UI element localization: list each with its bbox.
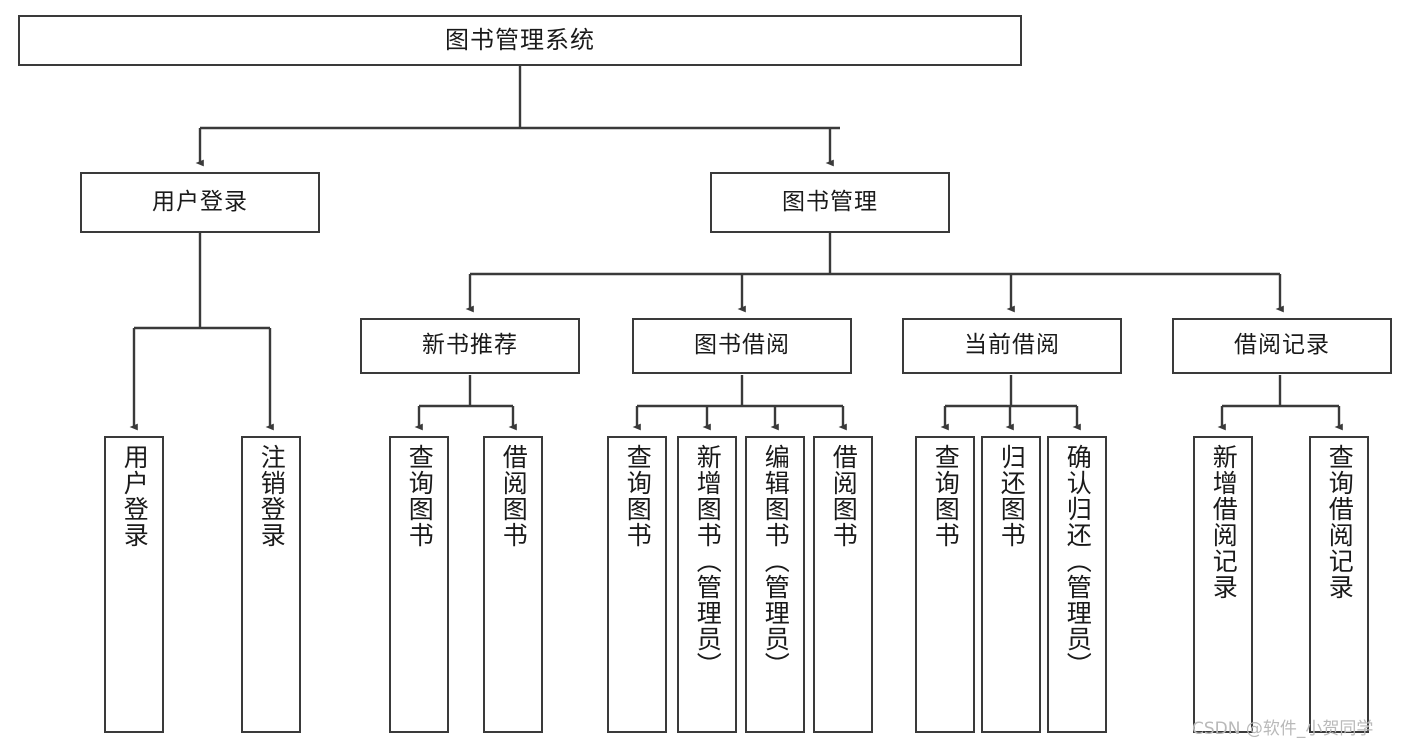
leaf-borrow-query-book[interactable]: 查询图书 xyxy=(607,436,667,733)
node-root-system[interactable]: 图书管理系统 xyxy=(18,15,1022,66)
node-borrow-records[interactable]: 借阅记录 xyxy=(1172,318,1392,374)
leaf-current-return-book[interactable]: 归还图书 xyxy=(981,436,1041,733)
leaf-records-query-record[interactable]: 查询借阅记录 xyxy=(1309,436,1369,733)
node-label: 归还图书 xyxy=(997,444,1027,548)
node-label: 图书管理 xyxy=(782,188,878,215)
leaf-current-query-book[interactable]: 查询图书 xyxy=(915,436,975,733)
node-label: 查询图书 xyxy=(931,444,961,548)
leaf-borrow-edit-book-admin[interactable]: 编辑图书（管理员） xyxy=(745,436,805,733)
node-label: 借阅图书 xyxy=(829,444,859,548)
leaf-user-login-logout[interactable]: 注销登录 xyxy=(241,436,301,733)
watermark: CSDN @软件_小贺同学 xyxy=(1192,719,1374,739)
node-label: 借阅记录 xyxy=(1234,332,1330,359)
leaf-records-add-record[interactable]: 新增借阅记录 xyxy=(1193,436,1253,733)
node-label: 查询借阅记录 xyxy=(1325,444,1355,600)
node-label: 图书借阅 xyxy=(694,332,790,359)
node-new-book-recommend[interactable]: 新书推荐 xyxy=(360,318,580,374)
leaf-current-confirm-return-admin[interactable]: 确认归还（管理员） xyxy=(1047,436,1107,733)
leaf-new-book-query[interactable]: 查询图书 xyxy=(389,436,449,733)
leaf-new-book-borrow[interactable]: 借阅图书 xyxy=(483,436,543,733)
node-label: 新增借阅记录 xyxy=(1209,444,1239,600)
node-label: 编辑图书（管理员） xyxy=(761,444,791,678)
node-label: 注销登录 xyxy=(257,444,287,548)
node-current-borrow[interactable]: 当前借阅 xyxy=(902,318,1122,374)
leaf-borrow-add-book-admin[interactable]: 新增图书（管理员） xyxy=(677,436,737,733)
node-label: 新书推荐 xyxy=(422,332,518,359)
node-label: 用户登录 xyxy=(120,444,150,548)
node-label: 用户登录 xyxy=(152,188,248,215)
node-label: 新增图书（管理员） xyxy=(693,444,723,678)
leaf-borrow-borrow-book[interactable]: 借阅图书 xyxy=(813,436,873,733)
node-label: 借阅图书 xyxy=(499,444,529,548)
node-user-login[interactable]: 用户登录 xyxy=(80,172,320,233)
node-book-borrow[interactable]: 图书借阅 xyxy=(632,318,852,374)
node-label: 查询图书 xyxy=(623,444,653,548)
node-label: 确认归还（管理员） xyxy=(1063,444,1093,678)
node-label: 当前借阅 xyxy=(964,332,1060,359)
node-label: 图书管理系统 xyxy=(445,26,595,55)
node-book-management[interactable]: 图书管理 xyxy=(710,172,950,233)
node-label: 查询图书 xyxy=(405,444,435,548)
leaf-user-login-login[interactable]: 用户登录 xyxy=(104,436,164,733)
